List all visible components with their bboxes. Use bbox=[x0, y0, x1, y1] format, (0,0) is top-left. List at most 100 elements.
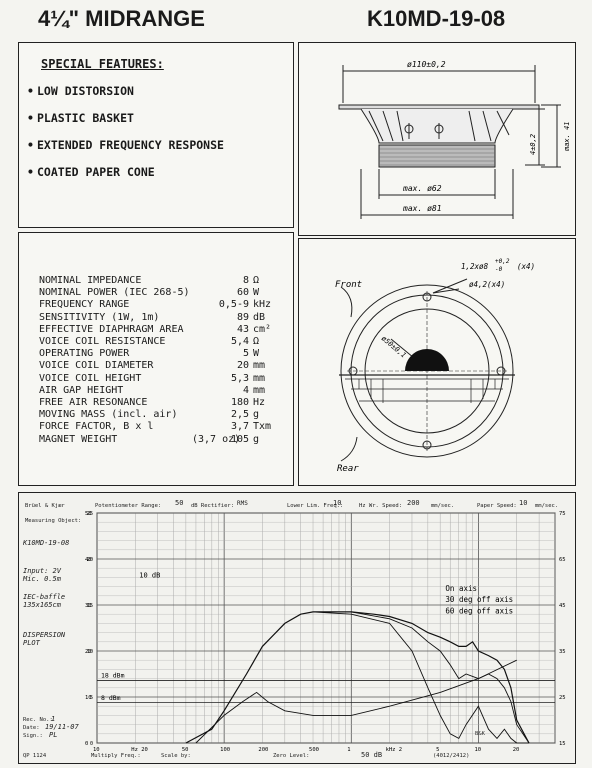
y-tick-label-left: 0 bbox=[85, 741, 88, 747]
impedance-curve bbox=[195, 659, 517, 744]
spec-unit: dB bbox=[253, 311, 266, 323]
spec-name: FREQUENCY RANGE bbox=[39, 299, 130, 311]
y-tick-label-left: 30 bbox=[85, 603, 92, 609]
hole-spec-label: 1,2xø8 bbox=[461, 262, 489, 271]
depth-label: max. 41 bbox=[563, 121, 571, 152]
ten-db-scale-label: 10 dB bbox=[139, 571, 160, 579]
spec-value: 89 bbox=[236, 311, 249, 323]
model-number-title: K10MD-19-08 bbox=[367, 6, 506, 31]
y-tick-label-mid: 0 bbox=[90, 741, 93, 747]
feature-label: EXTENDED FREQUENCY RESPONSE bbox=[37, 138, 224, 152]
frequency-response-chart-panel: Brüel & Kjær Potentiometer Range: 50 dB … bbox=[18, 492, 576, 764]
x-tick-label: Hz 20 bbox=[131, 747, 148, 753]
bullet-icon: • bbox=[27, 138, 34, 152]
spec-value: 0,5-9 bbox=[218, 299, 249, 311]
series-line bbox=[312, 611, 529, 744]
paper-speed-unit: mm/sec. bbox=[535, 503, 558, 509]
y-tick-label-left: 10 bbox=[85, 695, 92, 701]
feature-item: •EXTENDED FREQUENCY RESPONSE bbox=[27, 138, 224, 152]
spec-unit: Hz bbox=[253, 397, 266, 408]
date-label: Date: bbox=[23, 725, 40, 731]
spec-name: VOICE COIL RESISTANCE bbox=[39, 336, 166, 347]
spec-unit: kHz bbox=[253, 299, 272, 311]
side-view-drawing: ø110±0,2 max. ø62 max. ø81 4±0,2 max. 41 bbox=[338, 60, 571, 219]
potentiometer-range-value: 50 bbox=[175, 499, 183, 507]
writing-speed-unit: mm/sec. bbox=[431, 503, 454, 509]
spec-row: SENSITIVITY (1W, 1m) 89 dB bbox=[39, 312, 287, 323]
rectifier-label: dB Rectifier: bbox=[191, 503, 234, 509]
rec-no-label: Rec. No.: bbox=[23, 717, 53, 723]
spec-unit: mm bbox=[253, 360, 266, 372]
sign-label: Sign.: bbox=[23, 733, 43, 739]
spec-name: MOVING MASS (incl. air) bbox=[39, 409, 178, 421]
y-tick-label-mid: 5 bbox=[90, 695, 93, 701]
x-tick-label: 100 bbox=[220, 747, 230, 753]
spec-value: 2,5 bbox=[230, 409, 249, 421]
feature-label: PLASTIC BASKET bbox=[37, 111, 134, 125]
paper-speed-value: 10 bbox=[519, 499, 527, 507]
spec-name: OPERATING POWER bbox=[39, 348, 130, 360]
spec-unit: mm bbox=[253, 384, 266, 396]
feature-item: •PLASTIC BASKET bbox=[27, 111, 134, 125]
y-tick-label-mid: 25 bbox=[87, 511, 93, 517]
spec-name: AIR GAP HEIGHT bbox=[39, 384, 124, 396]
y-tick-label-left: 40 bbox=[85, 557, 92, 563]
potentiometer-range-label: Potentiometer Range: bbox=[95, 503, 161, 509]
spec-name: NOMINAL IMPEDANCE bbox=[39, 275, 142, 286]
spec-value: 20 bbox=[236, 360, 249, 372]
measuring-object-model: K10MD-19-08 bbox=[22, 539, 69, 547]
spec-unit: W bbox=[253, 287, 260, 299]
scale-by-label: Scale by: bbox=[161, 753, 191, 759]
spec-name: SENSITIVITY (1W, 1m) bbox=[39, 311, 160, 323]
brand-label: Brüel & Kjær bbox=[25, 503, 65, 509]
chart-frame bbox=[96, 512, 556, 744]
y-tick-label-mid: 15 bbox=[87, 603, 93, 609]
spec-unit: Txm bbox=[253, 421, 272, 433]
series-line bbox=[313, 611, 530, 744]
spec-value: 180 bbox=[230, 397, 249, 408]
x-tick-label: 1 bbox=[347, 747, 350, 753]
zero-level-label: Zero Level: bbox=[273, 753, 309, 759]
spec-value: 5,3 bbox=[230, 372, 249, 384]
spec-unit: Ω bbox=[253, 275, 260, 286]
bullet-icon: • bbox=[27, 165, 34, 179]
plot-note: PLOT bbox=[23, 639, 41, 647]
frequency-response-chart: Brüel & Kjær Potentiometer Range: 50 dB … bbox=[22, 499, 566, 759]
front-label: Front bbox=[335, 280, 362, 290]
y-tick-label-mid: 10 bbox=[87, 649, 93, 655]
series-line bbox=[185, 611, 530, 744]
height-tolerance-label: 4±0,2 bbox=[529, 134, 537, 155]
spec-unit: W bbox=[253, 348, 260, 360]
spec-name: VOICE COIL HEIGHT bbox=[39, 372, 142, 384]
legend-series-label: 60 deg off axis bbox=[445, 606, 513, 615]
spec-value: 4 bbox=[242, 384, 249, 396]
lower-limit-value: 10 bbox=[333, 499, 341, 507]
spec-unit: mm bbox=[253, 372, 266, 384]
y-tick-label-left: 20 bbox=[85, 649, 92, 655]
dimension-drawing-panel: ø110±0,2 max. ø62 max. ø81 4±0,2 max. 41 bbox=[298, 42, 576, 236]
special-features-panel: SPECIAL FEATURES: •LOW DISTORSION •PLAST… bbox=[18, 42, 294, 228]
x-tick-label: 200 bbox=[258, 747, 268, 753]
x-tick-label: 500 bbox=[309, 747, 319, 753]
spec-name: FREE AIR RESONANCE bbox=[39, 397, 148, 408]
front-view-panel: Front Rear 1,2xø8 +0,2 -0 (x4) ø4,2(x4) … bbox=[298, 238, 576, 486]
x-tick-label: 20 bbox=[513, 747, 520, 753]
range-value: 50 dB bbox=[361, 751, 382, 759]
paper-speed-label: Paper Speed: bbox=[477, 503, 517, 509]
writing-speed-value: 200 bbox=[407, 499, 420, 507]
feature-label: COATED PAPER CONE bbox=[37, 165, 155, 179]
chart-code: (4012/2412) bbox=[433, 753, 469, 759]
lower-limit-label: Lower Lim. Freq.: bbox=[287, 503, 343, 509]
x-tick-label: 5 bbox=[436, 747, 439, 753]
chart-grid bbox=[96, 512, 556, 744]
x-tick-label: 10 bbox=[93, 747, 100, 753]
spec-value: 60 bbox=[236, 287, 249, 299]
legend-series-label: 30 deg off axis bbox=[445, 595, 513, 604]
feature-label: LOW DISTORSION bbox=[37, 84, 134, 98]
measuring-object-label: Measuring Object: bbox=[25, 518, 81, 524]
product-category-title: 4¼" MIDRANGE bbox=[38, 6, 205, 31]
